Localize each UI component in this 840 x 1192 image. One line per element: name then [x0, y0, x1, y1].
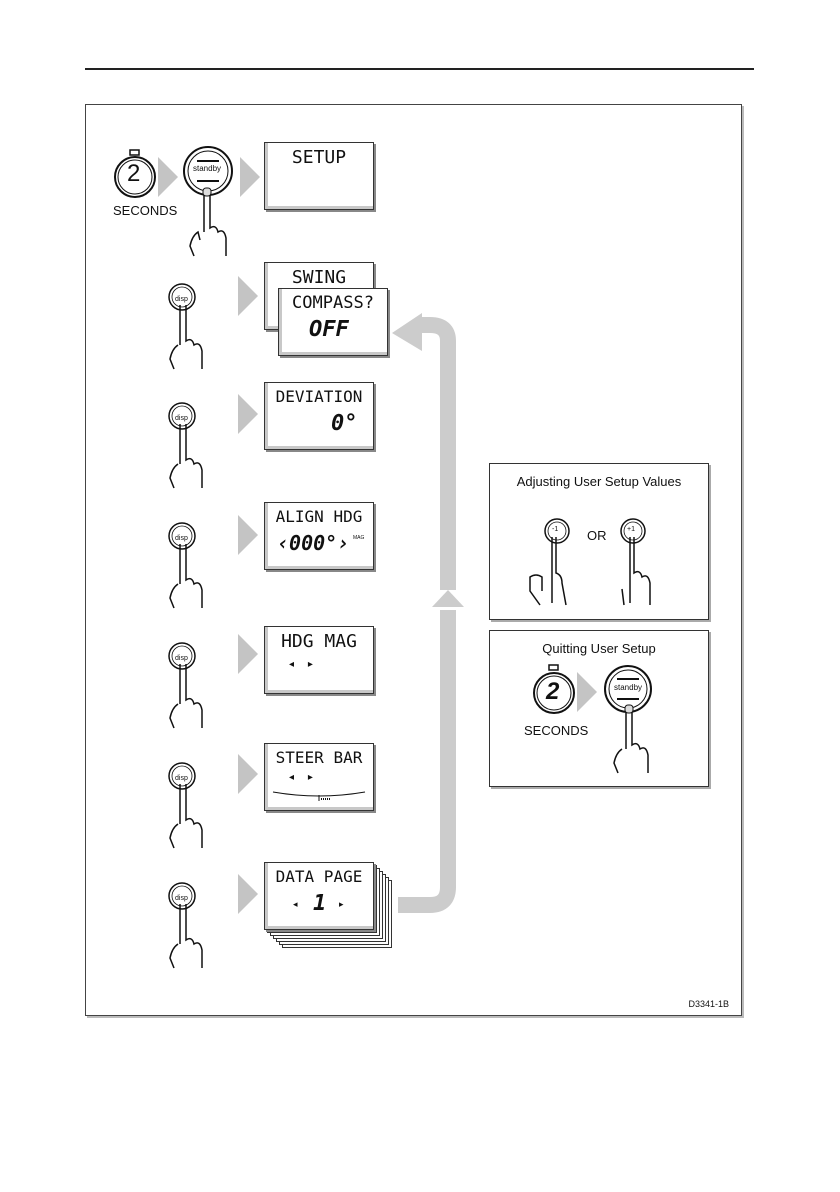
hand-pointer-icon — [613, 704, 649, 774]
disp-label: disp — [175, 415, 188, 422]
page-arrows: ◂ — [293, 899, 298, 909]
disp-label: disp — [175, 296, 188, 303]
standby-label: standby — [614, 683, 643, 692]
minus-one-button[interactable] — [544, 518, 570, 544]
standby-label: standby — [193, 164, 222, 173]
or-label: OR — [587, 528, 607, 543]
disp-label: disp — [175, 655, 188, 662]
page-header-rule — [85, 68, 754, 70]
hand-pointer-icon — [621, 537, 651, 606]
disp-button[interactable] — [168, 522, 196, 550]
adjust-panel: Adjusting User Setup Values OR — [489, 463, 709, 620]
arrow-right-icon — [158, 157, 178, 197]
disp-button[interactable] — [168, 762, 196, 790]
lcd-steer-bar: STEER BAR ◂ ▸ — [264, 743, 374, 811]
lcd-setup: SETUP — [264, 142, 374, 210]
lcd-align-hdg: ALIGN HDG ‹000°› MAG — [264, 502, 374, 570]
arrow-right-icon — [238, 276, 258, 316]
disp-button[interactable] — [168, 882, 196, 910]
lcd-hdg-mag: HDG MAG ◂ ▸ — [264, 626, 374, 694]
disp-button[interactable] — [168, 402, 196, 430]
arrow-right-icon — [238, 874, 258, 914]
arrow-right-icon — [577, 672, 597, 712]
arrow-right-icon — [238, 515, 258, 555]
figure-code: D3341-1B — [688, 999, 729, 1009]
timer-label: SECONDS — [113, 203, 178, 218]
lcd-deviation: DEVIATION 0° — [264, 382, 374, 450]
disp-button[interactable] — [168, 283, 196, 311]
hand-pointer-icon — [529, 537, 567, 606]
arrow-right-icon — [238, 394, 258, 434]
timer-value: 2 — [127, 160, 141, 187]
plus-one-button[interactable] — [620, 518, 646, 544]
adjust-panel-title: Adjusting User Setup Values — [516, 474, 682, 489]
disp-label: disp — [175, 775, 188, 782]
arrow-right-icon — [238, 754, 258, 794]
hand-pointer-icon — [169, 305, 203, 370]
lcd-compass: COMPASS? OFF — [278, 288, 388, 356]
plus-one-label: +1 — [627, 526, 635, 533]
disp-label: disp — [175, 535, 188, 542]
stopwatch-icon — [533, 664, 575, 714]
quit-panel: Quitting User Setup SECONDS — [489, 630, 709, 787]
disp-button[interactable] — [168, 642, 196, 670]
hand-pointer-icon — [169, 424, 203, 489]
steer-scale — [272, 791, 366, 801]
quit-timer-value: 2 — [546, 678, 560, 705]
hand-pointer-icon — [169, 544, 203, 609]
hand-pointer-icon — [169, 664, 203, 729]
hand-pointer-icon — [169, 784, 203, 849]
disp-label: disp — [175, 895, 188, 902]
minus-one-label: -1 — [552, 526, 559, 533]
standby-button[interactable] — [183, 146, 233, 196]
quit-timer-label: SECONDS — [524, 723, 589, 738]
page-arrows: ▸ — [339, 899, 344, 909]
stopwatch-icon — [114, 149, 156, 198]
hand-pointer-icon — [169, 904, 203, 969]
arrow-right-icon — [238, 634, 258, 674]
quit-panel-title: Quitting User Setup — [542, 641, 656, 656]
arrow-right-icon — [240, 157, 260, 197]
return-arrow-icon — [392, 313, 464, 913]
hand-pointer-icon — [189, 187, 227, 257]
lcd-data-page: DATA PAGE 1 ◂ ▸ — [264, 862, 374, 930]
